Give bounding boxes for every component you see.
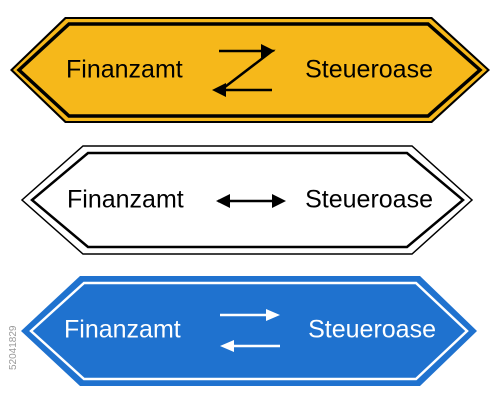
zigzag-double-arrow-icon xyxy=(212,44,276,97)
sign-blue-left-label: Finanzamt xyxy=(64,316,181,344)
sign-yellow-face xyxy=(13,19,487,121)
sign-yellow-inner-border xyxy=(16,22,483,118)
sign-yellow: Finanzamt Steueroase xyxy=(10,17,490,123)
sign-blue-right-label: Steueroase xyxy=(308,316,436,344)
sign-blue-inner-border xyxy=(29,281,469,381)
double-headed-arrow-icon xyxy=(216,194,286,208)
sign-yellow-left-label: Finanzamt xyxy=(66,56,183,84)
sign-blue-shape xyxy=(21,276,477,386)
opposing-arrows-icon xyxy=(220,309,280,352)
stock-id-label: 52041829 xyxy=(8,325,19,371)
sign-blue: Finanzamt Steueroase xyxy=(21,276,477,386)
sign-white-left-label: Finanzamt xyxy=(67,186,184,214)
sign-white-right-label: Steueroase xyxy=(305,186,433,214)
sign-yellow-right-label: Steueroase xyxy=(305,56,433,84)
sign-white-inner-border xyxy=(30,151,465,249)
sign-white: Finanzamt Steueroase xyxy=(20,145,474,255)
